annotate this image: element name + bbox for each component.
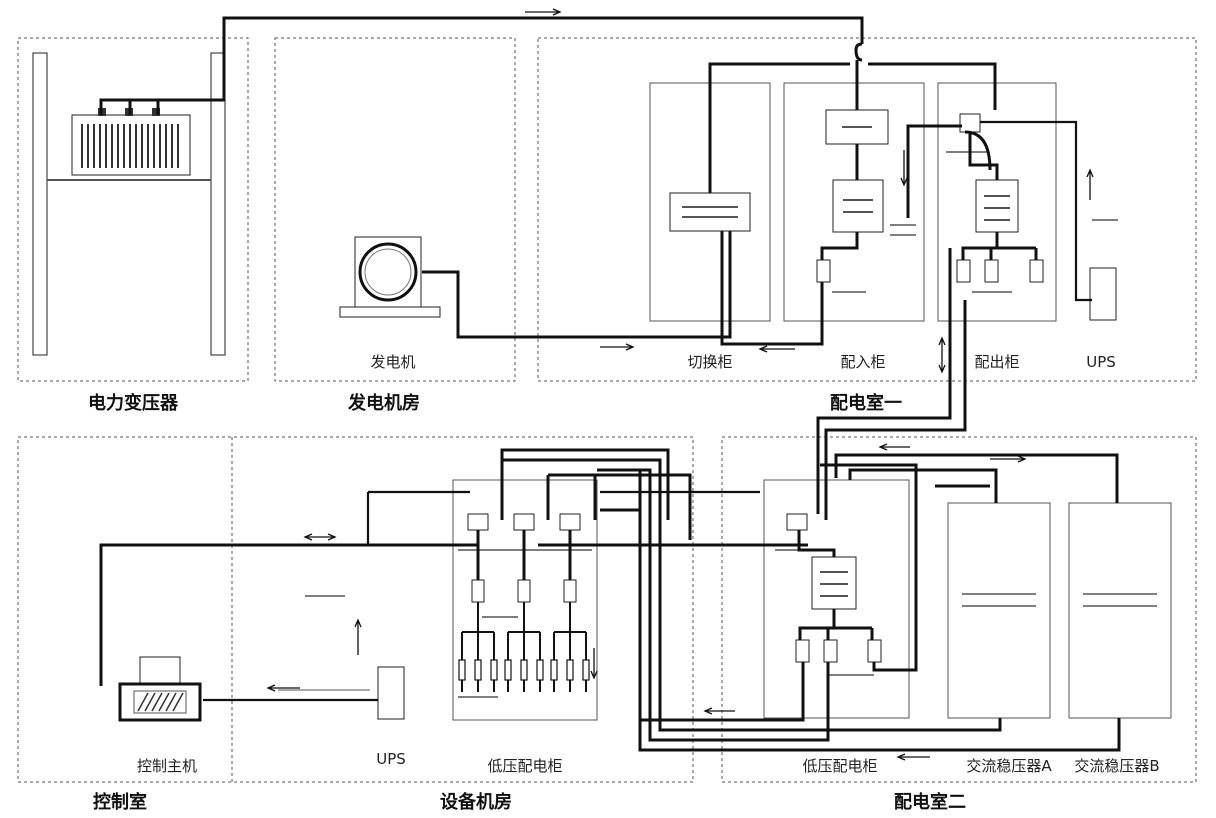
out-cabinet-label: 配出柜 [974, 353, 1019, 371]
power-room-2-label: 配电室二 [894, 791, 966, 813]
lv-cabinet-1-outputs [461, 602, 587, 692]
control-room-label: 控制室 [93, 791, 147, 813]
transformer-frame [17, 37, 249, 382]
generator-label: 发电机 [370, 353, 415, 371]
generator-room-frame [274, 37, 516, 382]
lv-cabinet-1-label: 低压配电柜 [487, 757, 562, 775]
lv-cabinet-2-label: 低压配电柜 [802, 757, 877, 775]
ups-bottom-box [377, 666, 405, 720]
equipment-room-label: 设备机房 [440, 791, 512, 813]
lv-cabinet-1-frame [452, 479, 598, 721]
control-host-label: 控制主机 [137, 757, 197, 775]
control-equipment-frame [17, 436, 694, 783]
power-room-1-frame [537, 37, 1197, 382]
ups-top-box [1089, 267, 1117, 321]
air-switch-in [816, 259, 831, 283]
power-room-2-frame [721, 436, 1197, 783]
air-switch-out-2 [984, 259, 999, 283]
air-switch-2a [795, 639, 810, 663]
switch-cabinet-label: 切换柜 [687, 353, 732, 371]
air-switch-out-1 [956, 259, 971, 283]
regulator-a-box [947, 502, 1051, 719]
universal-breaker-in [832, 179, 884, 233]
regulator-b-box [1068, 502, 1172, 719]
meter-2 [786, 513, 808, 531]
air-switch-out-3 [1029, 259, 1044, 283]
generator-icon [339, 236, 441, 318]
transformer-icon [32, 52, 226, 356]
lv-cabinet-1-fuses [458, 659, 590, 681]
air-switch-2c [867, 639, 882, 663]
dual-power-switch [669, 192, 751, 232]
in-cabinet-frame [783, 82, 925, 322]
regulator-b-label: 交流稳压器B [1074, 757, 1159, 775]
in-cabinet-label: 配入柜 [840, 353, 885, 371]
lv-cabinet-2-frame [763, 479, 910, 719]
power-wiring [99, 16, 1121, 752]
flow-arrows [266, 8, 1094, 761]
power-room-1-label: 配电室一 [830, 392, 902, 414]
universal-breaker-out [975, 179, 1019, 233]
air-switch-2b [823, 639, 838, 663]
ups-bottom-label: UPS [376, 750, 406, 768]
control-host-icon [118, 656, 202, 722]
intelligent-meter [959, 113, 981, 133]
regulator-a-label: 交流稳压器A [966, 757, 1052, 775]
transformer-label: 电力变压器 [88, 392, 179, 414]
ups-top-label: UPS [1086, 353, 1116, 371]
generator-room-label: 发电机房 [347, 392, 420, 414]
out-cabinet-frame [937, 82, 1057, 322]
